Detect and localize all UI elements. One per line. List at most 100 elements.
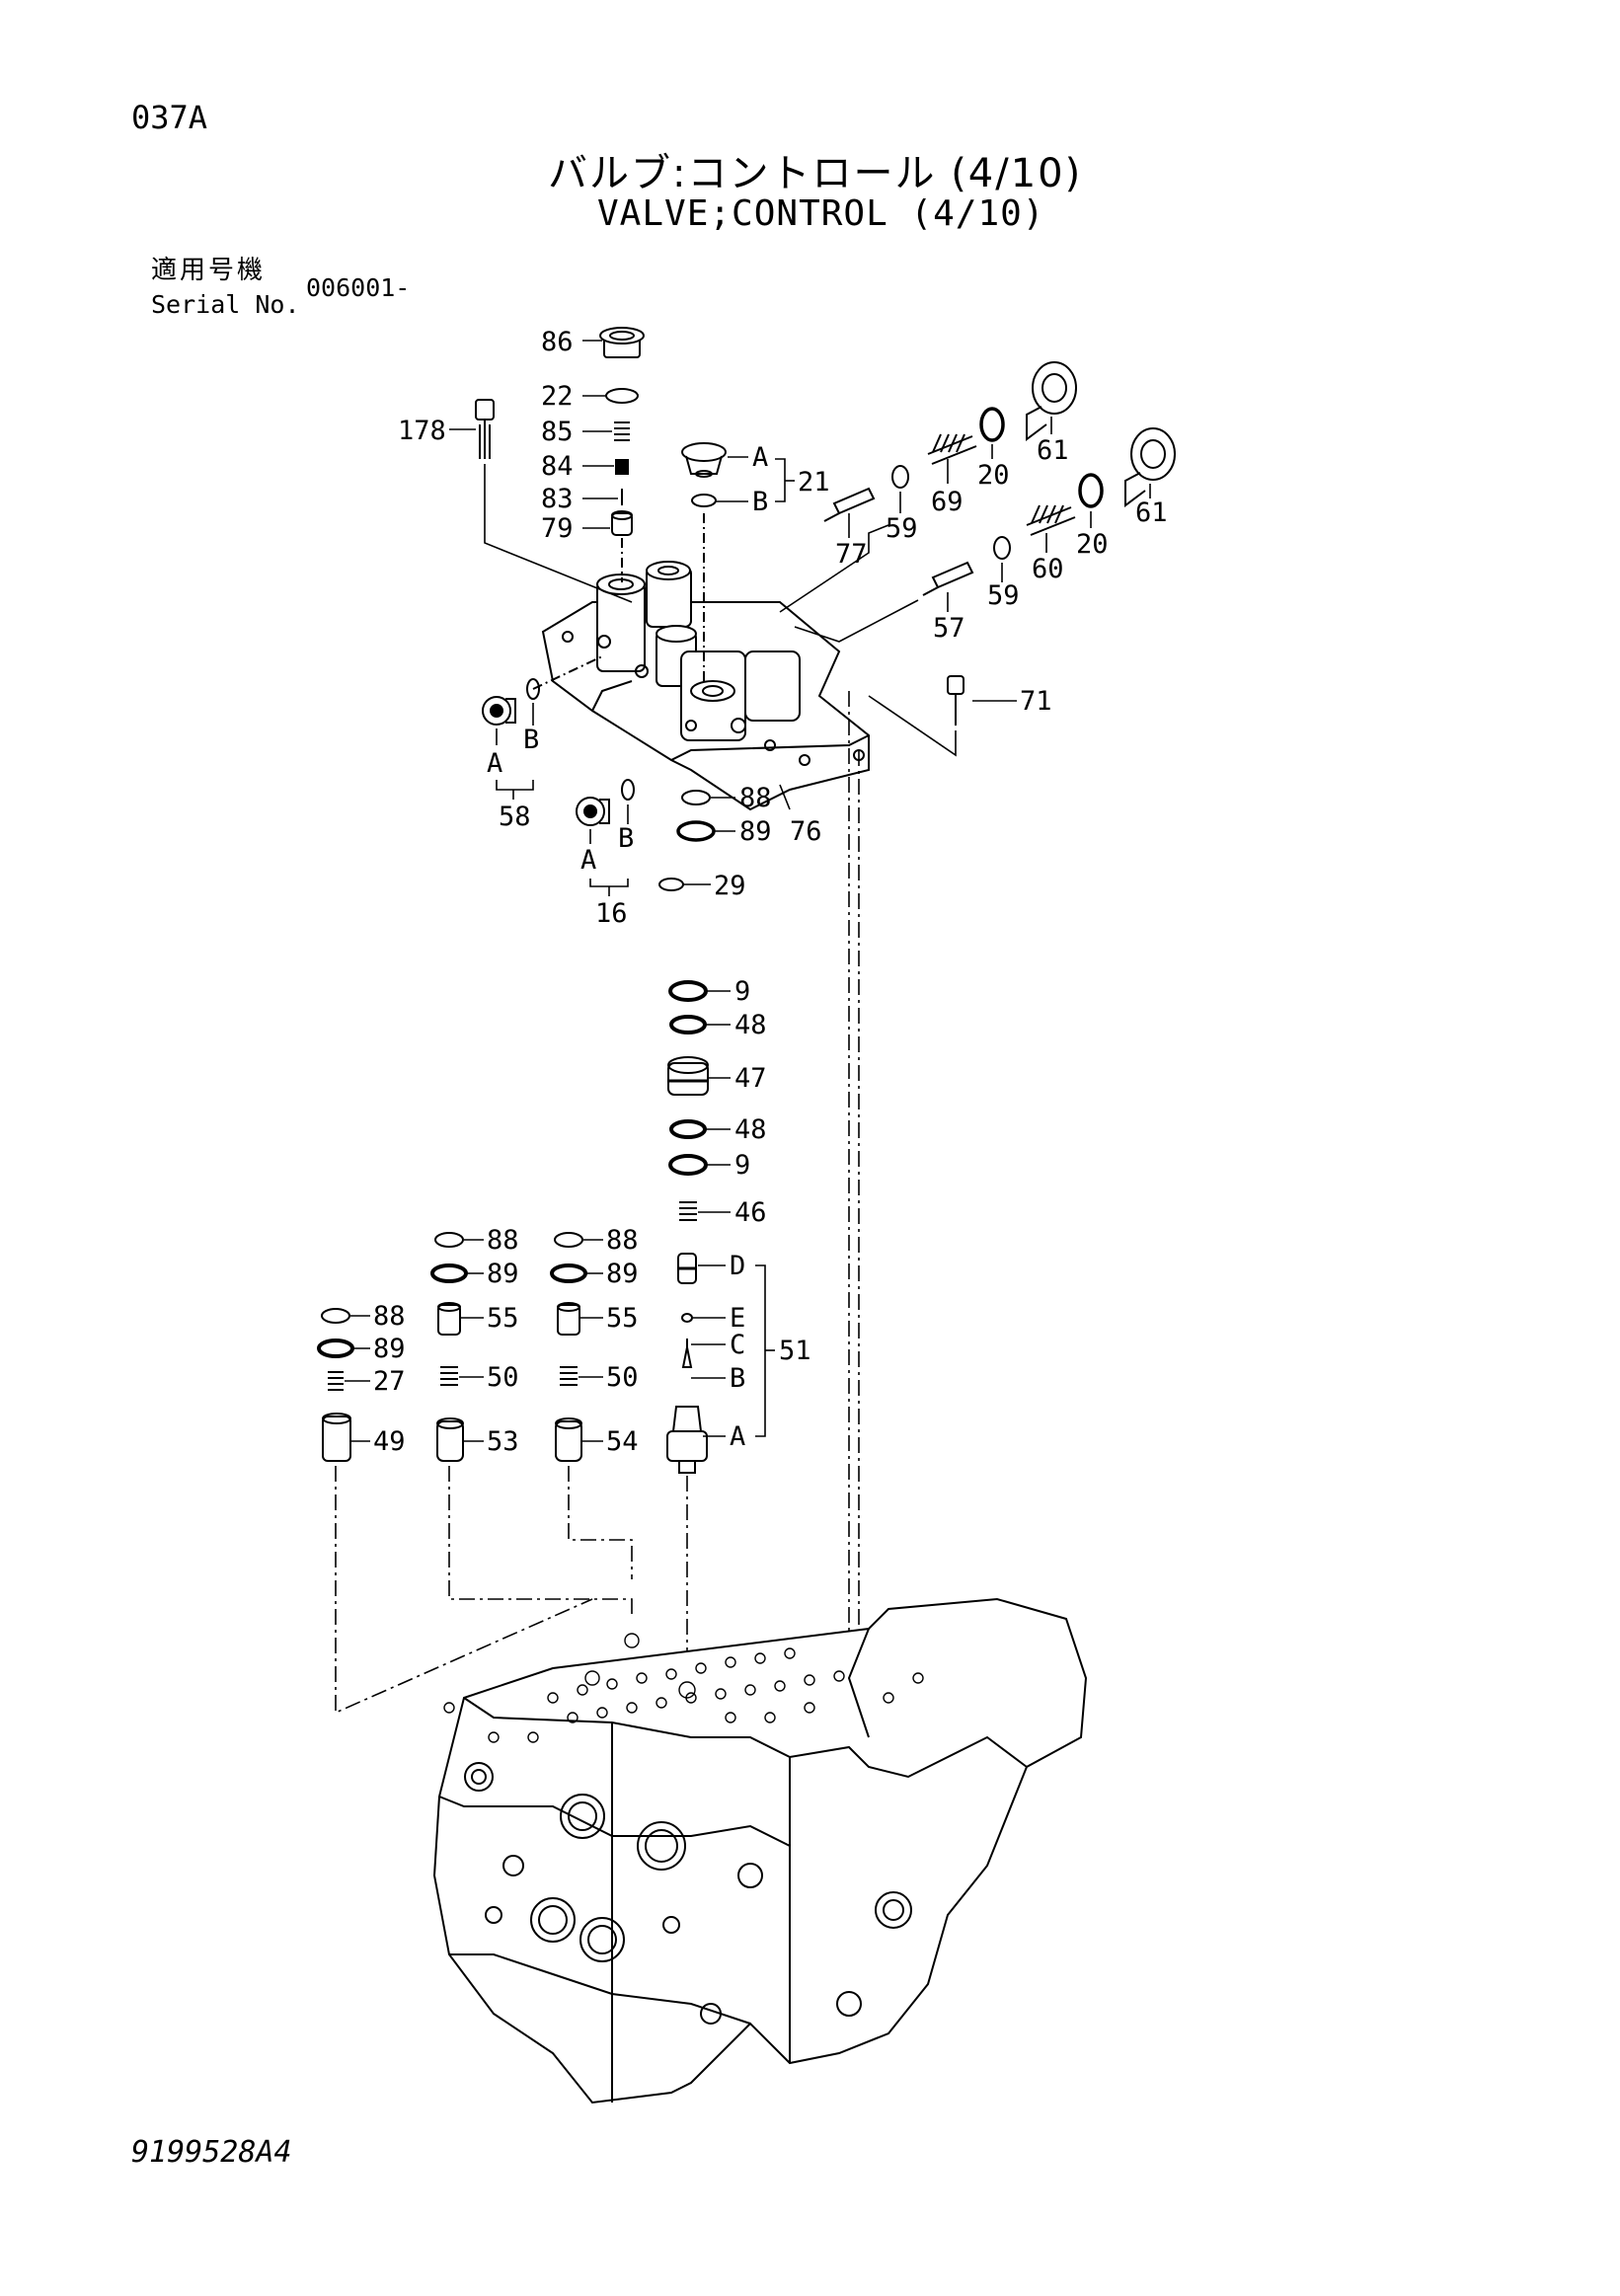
bolt-71	[947, 675, 964, 726]
callout-60: 60	[1032, 554, 1064, 584]
page-code: 037A	[131, 99, 208, 136]
o-ring-89d	[317, 1339, 354, 1358]
callout-16-a: A	[580, 845, 596, 876]
callout-20-lower: 20	[1076, 529, 1109, 560]
callout-22: 22	[541, 381, 574, 412]
callout-27: 27	[373, 1366, 406, 1397]
title-japanese: バルブ:コントロール (4/10)	[548, 151, 1083, 196]
callout-69: 69	[931, 487, 964, 517]
spring-60	[1026, 504, 1076, 536]
serial-label-english: Serial No.	[151, 290, 300, 319]
part-51d	[677, 1253, 697, 1284]
callout-54: 54	[606, 1426, 639, 1457]
callout-57: 57	[933, 613, 965, 644]
spring-46	[679, 1201, 697, 1221]
o-ring-22	[605, 388, 639, 404]
callout-21-a: A	[752, 442, 768, 473]
washer-59a	[891, 465, 909, 489]
o-ring-16b	[621, 779, 635, 801]
plug-16a	[576, 797, 610, 826]
callout-51-d: D	[730, 1251, 745, 1281]
callout-51-c: C	[730, 1330, 745, 1360]
callout-20-upper: 20	[977, 460, 1010, 491]
stem-57	[922, 561, 974, 596]
part-49	[322, 1413, 351, 1462]
o-ring-21b	[691, 494, 717, 507]
callout-50-right: 50	[606, 1362, 639, 1393]
spring-27	[328, 1371, 344, 1391]
o-ring-48a	[669, 1015, 707, 1034]
callout-59-lower: 59	[987, 580, 1020, 611]
part-21a	[681, 442, 727, 478]
part-84	[615, 459, 629, 475]
part-55b	[557, 1302, 580, 1336]
o-ring-9b	[668, 1154, 708, 1176]
part-53	[436, 1417, 464, 1462]
callout-83: 83	[541, 484, 574, 514]
callout-51-a: A	[730, 1421, 745, 1452]
plug-61a	[1026, 361, 1077, 441]
callout-88-far-left: 88	[373, 1301, 406, 1332]
part-47	[667, 1056, 709, 1096]
callout-48-lower: 48	[734, 1114, 767, 1145]
callout-51-e: E	[730, 1303, 745, 1334]
callout-88-right: 88	[606, 1225, 639, 1256]
o-ring-29	[658, 878, 684, 891]
part-55a	[437, 1302, 461, 1336]
callout-48-upper: 48	[734, 1010, 767, 1040]
callout-59-upper: 59	[886, 513, 918, 544]
callout-61-lower: 61	[1135, 497, 1168, 528]
o-ring-88c	[554, 1232, 583, 1248]
cover-body-76	[541, 561, 870, 811]
part-79	[611, 510, 633, 536]
callout-29: 29	[714, 871, 746, 901]
document-code: 9199528A4	[131, 2135, 292, 2170]
callout-9-lower: 9	[734, 1150, 750, 1181]
part-51b	[681, 1346, 693, 1368]
callout-16: 16	[595, 898, 628, 929]
callout-21-b: B	[752, 487, 768, 517]
callout-53: 53	[487, 1426, 519, 1457]
callout-21: 21	[798, 467, 830, 497]
callout-88-mid: 88	[487, 1225, 519, 1256]
callout-55-right: 55	[606, 1303, 639, 1334]
callout-86: 86	[541, 327, 574, 357]
callout-61-upper: 61	[1037, 435, 1069, 466]
callout-58-a: A	[487, 748, 502, 779]
o-ring-20a	[979, 407, 1005, 442]
o-ring-89b	[430, 1263, 468, 1283]
part-51a	[666, 1406, 708, 1474]
o-ring-89a	[676, 820, 716, 842]
stem-77	[823, 487, 876, 522]
spring-85	[614, 421, 630, 441]
o-ring-88b	[434, 1232, 464, 1248]
callout-89-far-left: 89	[373, 1334, 406, 1364]
o-ring-89c	[550, 1263, 587, 1283]
serial-label-japanese: 適用号機	[151, 256, 267, 285]
plug-58a	[482, 696, 516, 726]
o-ring-58b	[526, 678, 540, 700]
spring-69	[927, 433, 977, 465]
o-ring-48b	[669, 1119, 707, 1139]
callout-50-left: 50	[487, 1362, 519, 1393]
callout-89-upper: 89	[739, 816, 772, 847]
callout-51: 51	[779, 1336, 811, 1366]
callout-89-mid: 89	[487, 1259, 519, 1289]
spring-50b	[560, 1366, 578, 1386]
o-ring-9a	[668, 980, 708, 1002]
callout-71: 71	[1020, 686, 1052, 717]
o-ring-88d	[321, 1308, 350, 1324]
o-ring-88a	[681, 790, 711, 805]
bolt-178	[475, 399, 495, 459]
plug-61b	[1124, 427, 1176, 507]
callout-76: 76	[790, 816, 822, 847]
callout-89-right: 89	[606, 1259, 639, 1289]
washer-59b	[993, 536, 1011, 560]
valve-block-body	[432, 1597, 1088, 2105]
serial-number-value: 006001-	[306, 273, 411, 302]
callout-51-b: B	[730, 1363, 745, 1394]
o-ring-20b	[1078, 473, 1104, 508]
callout-85: 85	[541, 417, 574, 447]
callout-79: 79	[541, 513, 574, 544]
